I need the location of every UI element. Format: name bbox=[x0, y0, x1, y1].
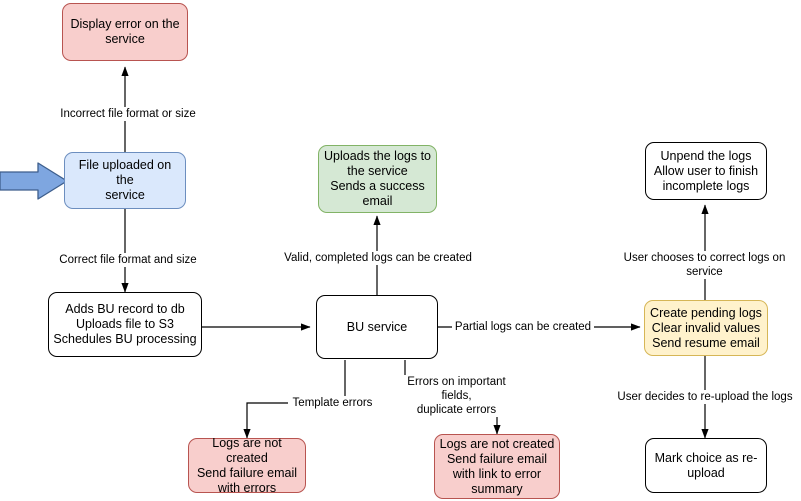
edge-label-user-chooses-to-correct: User chooses to correct logs on service bbox=[604, 251, 801, 279]
edge-label-correct-file-format: Correct file format and size bbox=[56, 253, 200, 267]
edge-label-valid-completed-logs: Valid, completed logs can be created bbox=[281, 251, 475, 265]
edge-label-partial-logs: Partial logs can be created bbox=[452, 320, 594, 334]
node-file-uploaded-on-service[interactable]: File uploaded on the service bbox=[64, 152, 186, 209]
node-logs-not-created-with-summary[interactable]: Logs are not created Send failure email … bbox=[434, 434, 560, 499]
block-arrow-icon bbox=[0, 162, 68, 200]
edge-label-user-decides-to-reupload: User decides to re-upload the logs bbox=[613, 390, 797, 404]
node-mark-choice-as-reupload[interactable]: Mark choice as re- upload bbox=[645, 438, 767, 493]
edge-label-template-errors: Template errors bbox=[288, 396, 377, 410]
node-create-pending-logs[interactable]: Create pending logs Clear invalid values… bbox=[644, 300, 768, 356]
edge-label-errors-on-important-fields: Errors on important fields, duplicate er… bbox=[392, 375, 521, 417]
node-adds-bu-record[interactable]: Adds BU record to db Uploads file to S3 … bbox=[48, 292, 202, 357]
node-uploads-the-logs[interactable]: Uploads the logs to the service Sends a … bbox=[318, 145, 437, 213]
node-bu-service[interactable]: BU service bbox=[316, 295, 438, 359]
node-unpend-the-logs[interactable]: Unpend the logs Allow user to finish inc… bbox=[645, 142, 767, 200]
node-display-error[interactable]: Display error on the service bbox=[62, 3, 188, 61]
edge-label-incorrect-file-format: Incorrect file format or size bbox=[56, 107, 200, 121]
node-logs-not-created-with-errors[interactable]: Logs are not created Send failure email … bbox=[188, 436, 306, 495]
